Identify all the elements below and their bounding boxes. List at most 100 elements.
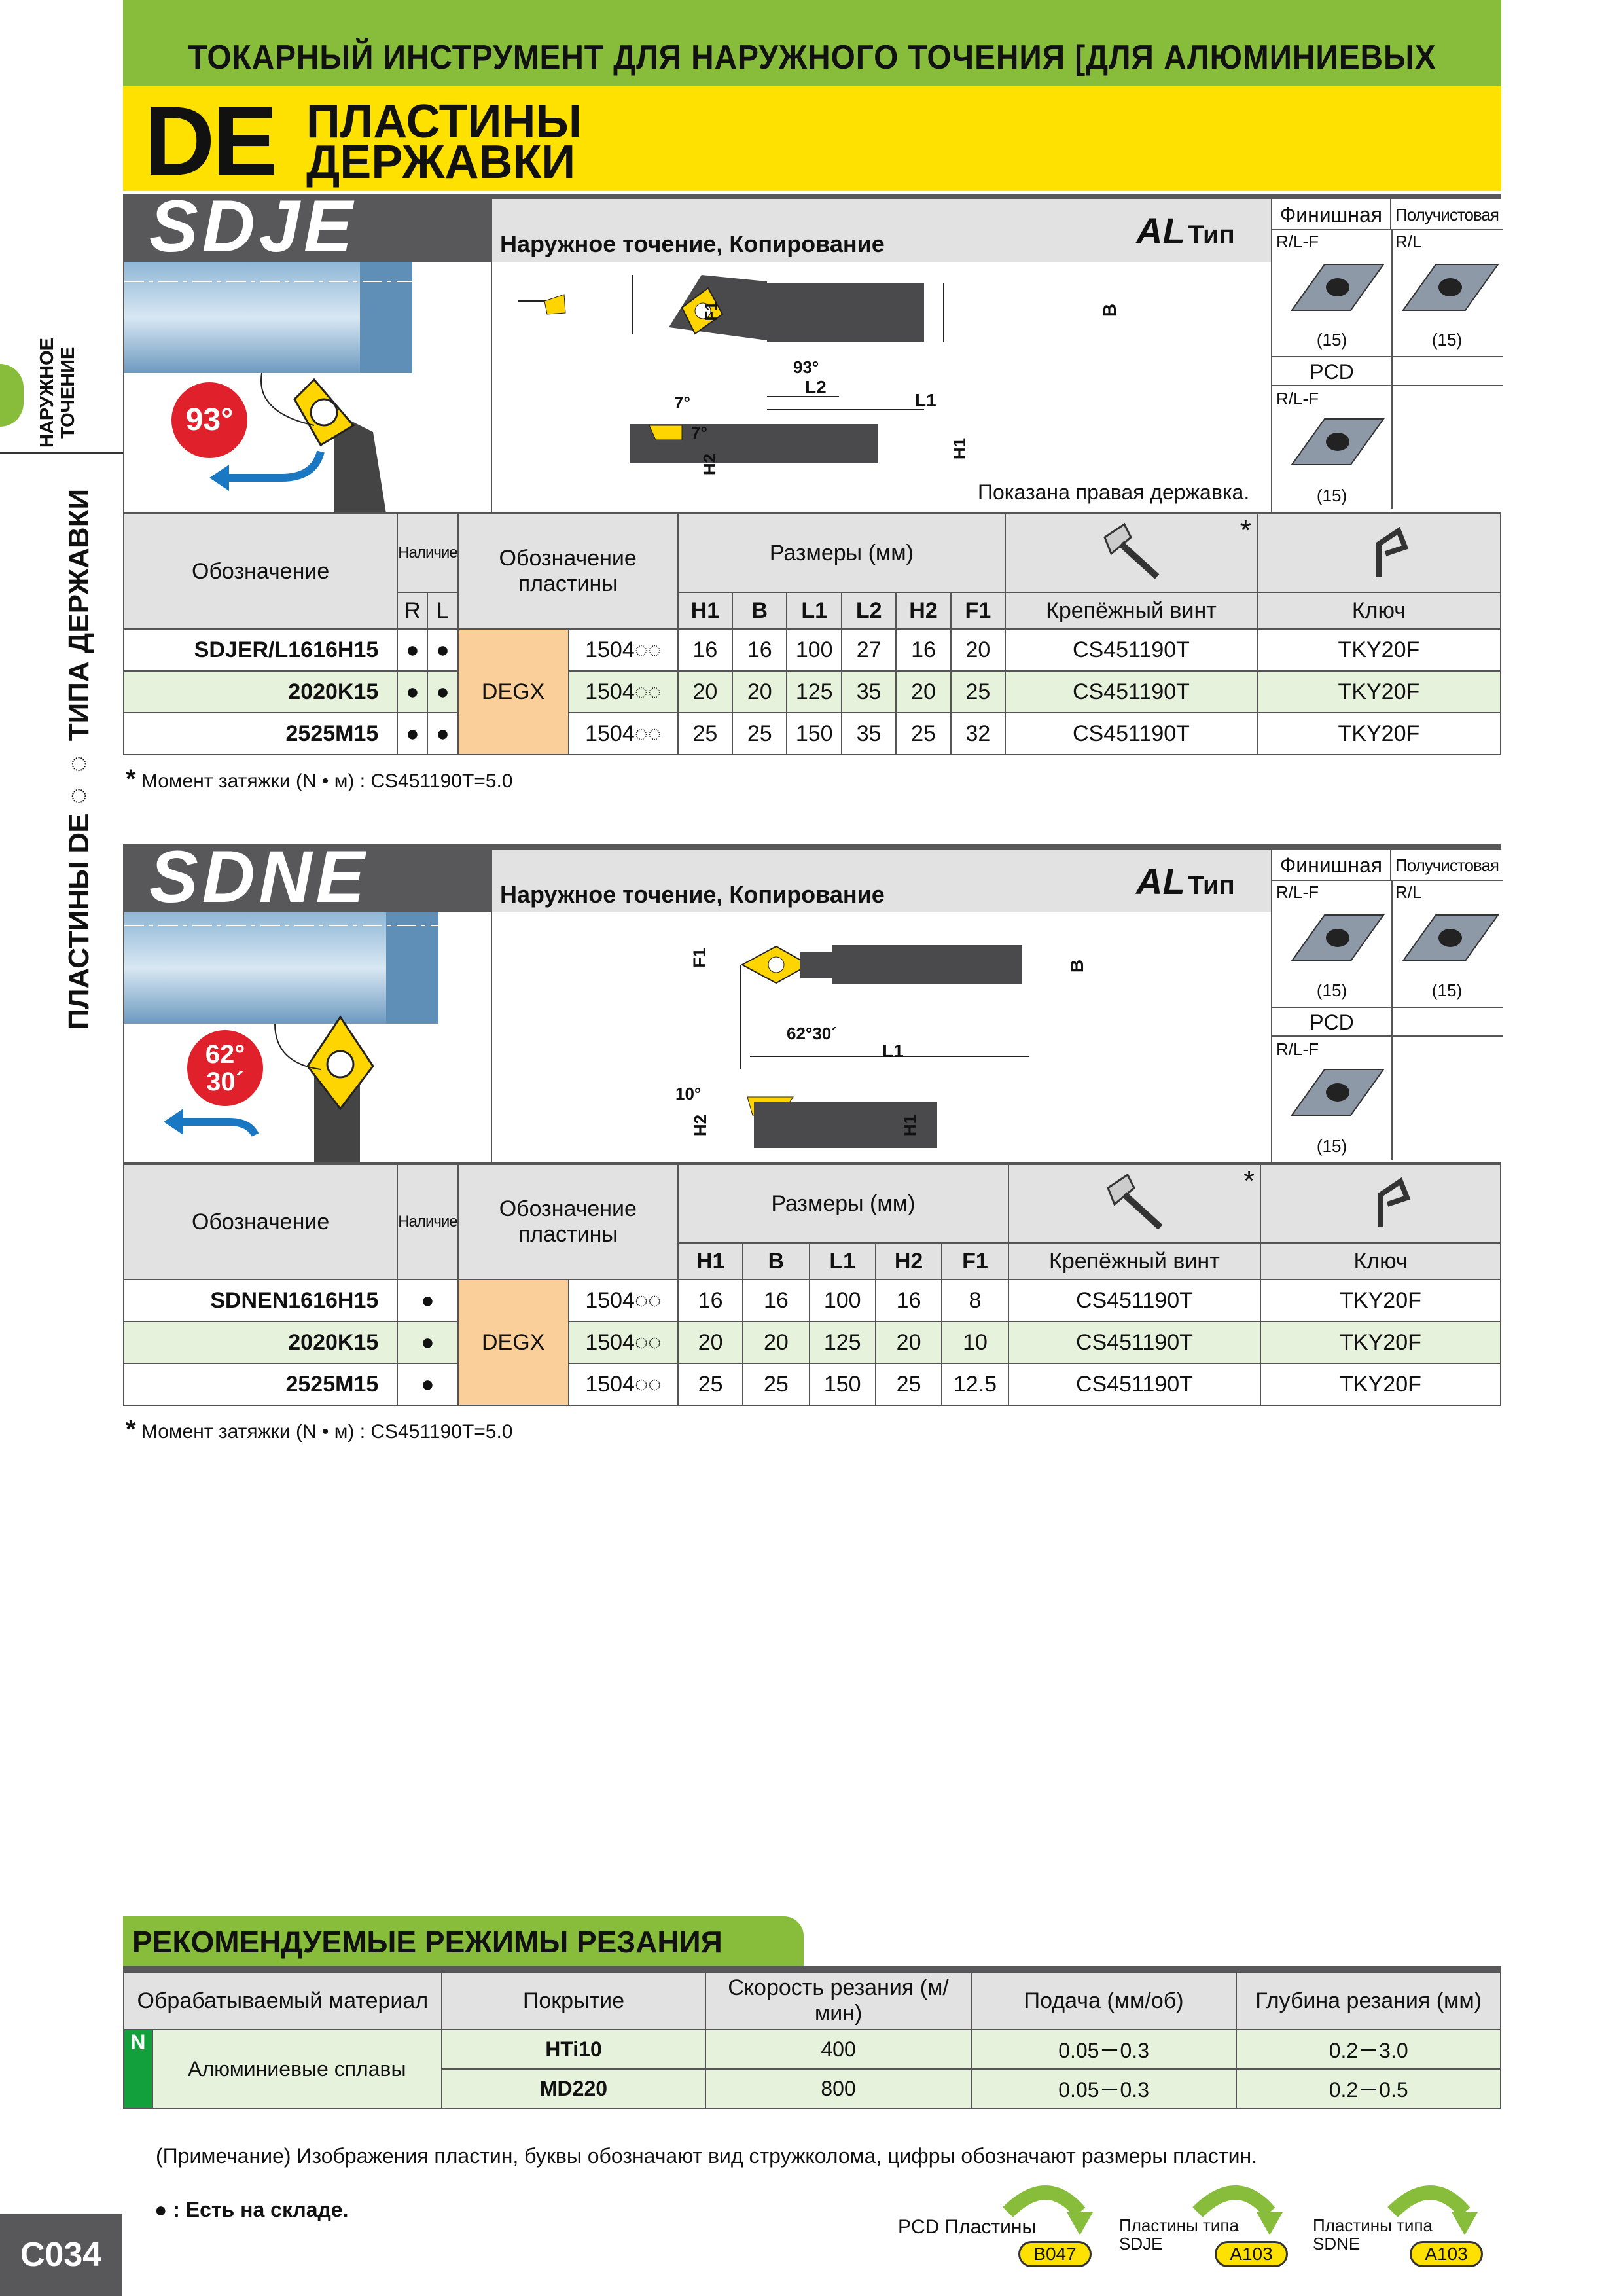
sdne-subtitle: Наружное точение, Копирование: [500, 881, 885, 908]
link-pcd-ref[interactable]: B047: [1018, 2241, 1092, 2267]
avail: ●: [397, 1279, 459, 1322]
rec-rule: [123, 1966, 1501, 1971]
cell: 25: [677, 712, 734, 755]
rule: [1272, 356, 1503, 357]
arrow-icon: [1003, 2185, 1093, 2235]
th-col-3: L2: [841, 592, 897, 630]
insert-pcd-rl-f: R/L-F: [1276, 389, 1319, 408]
sdje-name: SDJE: [149, 185, 357, 267]
screw: CS451190T: [1005, 628, 1258, 672]
dim-l1: L1: [882, 1041, 904, 1061]
cell: 125: [808, 1321, 876, 1364]
table-row: 2020K15 ● 1504◌◌ 20 20 125 20 10 CS45119…: [122, 1321, 1501, 1364]
rec-depth: 0.2－0.5: [1236, 2068, 1501, 2109]
cell: 100: [786, 628, 843, 672]
insert-image-pcd: [1291, 1069, 1385, 1116]
cell: 16: [742, 1279, 810, 1322]
dim-7-side: 7°: [691, 423, 707, 442]
row-name: 2020K15: [122, 670, 399, 713]
avail-l: ●: [427, 628, 459, 672]
th-col-2: L1: [786, 592, 843, 630]
th-col-0: H1: [677, 592, 734, 630]
sdne-torque-note: * Момент затяжки (N • м) : CS451190T=5.0: [126, 1415, 513, 1444]
insert-pcd-label: PCD: [1272, 1008, 1391, 1037]
table-row: 2020K15 ● ● 1504◌◌ 20 20 125 35 20 25 CS…: [122, 670, 1502, 713]
th-col-1: B: [732, 592, 788, 630]
avail-r: ●: [397, 712, 429, 755]
table-row: 2525M15 ● ● 1504◌◌ 25 25 150 35 25 32 CS…: [122, 712, 1502, 755]
sdne-photo: [123, 912, 492, 1164]
insert-rl-f: R/L-F: [1276, 232, 1319, 251]
inserts-divider: [1391, 230, 1393, 509]
avail: ●: [397, 1321, 459, 1364]
cell: 16: [677, 628, 734, 672]
side-small-label-wrap: НАРУЖНОЕ ТОЧЕНИЕ: [37, 334, 82, 452]
row-name: 2020K15: [122, 1321, 399, 1364]
th-key-icon: [1256, 513, 1502, 593]
insert-code: 1504◌◌: [567, 1321, 679, 1364]
al-mark: AL: [1136, 861, 1185, 902]
insert-type: DEGX: [457, 1279, 569, 1406]
heading-line1: ПЛАСТИНЫ: [306, 96, 582, 148]
th-screw: Крепёжный винт: [1005, 592, 1258, 630]
insert-code: 1504◌◌: [567, 1363, 679, 1406]
insert-finish-label: Финишная: [1272, 199, 1391, 230]
al-mark: AL: [1136, 210, 1185, 251]
insert-code: 1504◌◌: [567, 670, 679, 713]
side-divider: [0, 452, 123, 454]
side-big-label-wrap: ПЛАСТИНЫ DE◌◌ ТИПА ДЕРЖАВКИ: [63, 458, 102, 1060]
side-tab-bubble: [0, 364, 24, 427]
link-sdje-ref[interactable]: A103: [1215, 2241, 1288, 2267]
insert-code: 1504◌◌: [567, 628, 679, 672]
insert-rl-f: R/L-F: [1276, 882, 1319, 902]
rec-material: Алюминиевые сплавы: [151, 2029, 442, 2109]
key: TKY20F: [1256, 712, 1502, 755]
angle-2: 30´: [206, 1067, 244, 1096]
sdne-name-bar: [123, 844, 492, 912]
stock-dot: ●: [154, 2198, 168, 2221]
table-row: SDJER/L1616H15 ● ● DEGX 1504◌◌ 16 16 100…: [122, 628, 1502, 755]
row-name: SDJER/L1616H15: [122, 628, 399, 672]
row-name: 2525M15: [122, 1363, 399, 1406]
screw: CS451190T: [1007, 1321, 1262, 1364]
sdje-name-bar: [123, 194, 492, 262]
de-logo: DE: [144, 86, 277, 196]
insert-rl: R/L: [1395, 232, 1422, 251]
cell: 16: [677, 1279, 744, 1322]
sdje-shown-note: Показана правая державка.: [978, 480, 1250, 504]
cell: 20: [742, 1321, 810, 1364]
cell: 20: [732, 670, 788, 713]
link-sdje-label: Пластины типа SDJE: [1119, 2215, 1239, 2253]
dim-f1: F1: [701, 301, 721, 321]
dim-h1: H1: [900, 1114, 920, 1137]
insert-rl: R/L: [1395, 882, 1422, 902]
screw-icon: [1103, 522, 1160, 579]
al-tip: Тип: [1188, 221, 1235, 249]
note-text: Момент затяжки (N • м) : CS451190T=5.0: [141, 770, 513, 792]
insert-image-finish: [1291, 264, 1385, 311]
insert-size-finish: (15): [1316, 330, 1347, 350]
dim-62: 62°30´: [787, 1024, 837, 1043]
table-row: SDNEN1616H15 ● DEGX 1504◌◌ 16 16 100 16 …: [122, 1279, 1501, 1406]
page-title: ТОКАРНЫЙ ИНСТРУМЕНТ ДЛЯ НАРУЖНОГО ТОЧЕНИ…: [188, 39, 1436, 129]
screw: CS451190T: [1007, 1363, 1262, 1406]
th-col-4: H2: [895, 592, 952, 630]
key: TKY20F: [1256, 628, 1502, 672]
note-star: *: [126, 1415, 136, 1444]
avail-l: ●: [427, 712, 459, 755]
cell: 35: [841, 712, 897, 755]
th-key: Ключ: [1260, 1242, 1501, 1280]
arrow-icon: [1192, 2185, 1283, 2235]
footer-remark: (Примечание) Изображения пластин, буквы …: [156, 2144, 1257, 2168]
dim-l1: L1: [915, 390, 936, 410]
insert-size-pcd: (15): [1316, 486, 1347, 505]
sdje-angle-badge: 93°: [169, 380, 250, 461]
rec-feed: 0.05－0.3: [970, 2029, 1238, 2070]
sdje-torque-note: * Момент затяжки (N • м) : CS451190T=5.0: [126, 764, 513, 794]
rec-coat: MD220: [440, 2068, 707, 2109]
sdne-subtitle-panel: [492, 850, 1271, 912]
sdje-inserts-box: Финишная Получистовая R/L-F R/L (15) (15…: [1271, 199, 1503, 513]
avail: ●: [397, 1363, 459, 1406]
link-sdne-ref[interactable]: A103: [1410, 2241, 1483, 2267]
th-l: L: [427, 592, 459, 630]
